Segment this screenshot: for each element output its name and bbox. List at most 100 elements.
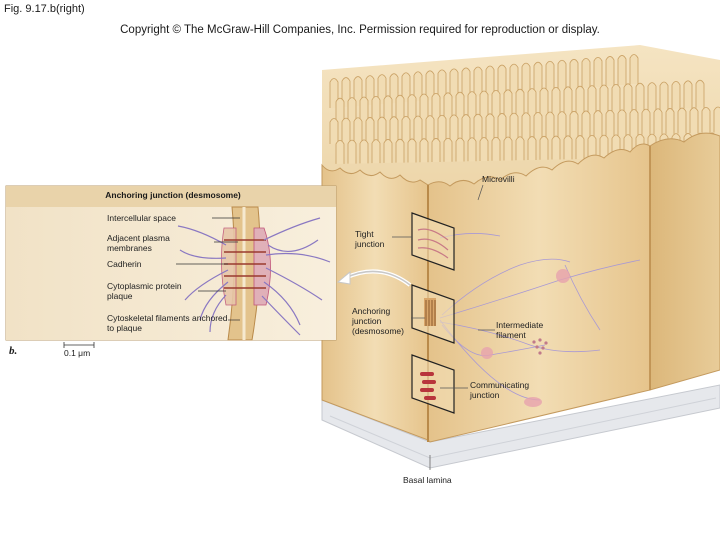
microvillus [353, 76, 363, 107]
microvillus [647, 82, 657, 111]
cell-front-right [427, 143, 651, 443]
communicating-junction-box [411, 354, 455, 414]
microvillus [383, 139, 393, 163]
microvillus [449, 68, 459, 99]
microvillus [581, 110, 591, 137]
label-communicating-junction: Communicating junction [470, 380, 530, 400]
microvillus [425, 70, 435, 101]
microvilli-group [329, 54, 720, 164]
microvillus [569, 58, 579, 89]
microvillus [383, 95, 393, 124]
microvillus [353, 117, 363, 144]
microvillus [521, 62, 531, 93]
microvillus [563, 135, 573, 160]
microvillus [497, 113, 507, 139]
microvillus [473, 113, 483, 140]
microvillus [413, 115, 423, 142]
microvillus [605, 109, 615, 136]
microvillus [485, 65, 495, 96]
microvillus [359, 96, 369, 125]
microvillus [335, 97, 345, 126]
microvillus [365, 75, 375, 106]
microvillus [695, 79, 705, 108]
scale-bar-label: 0.1 μm [64, 348, 91, 358]
microvillus [419, 93, 429, 122]
microvillus [683, 80, 693, 109]
microvillus [545, 111, 555, 138]
microvillus [395, 94, 405, 123]
microvillus [449, 114, 459, 141]
microvillus [677, 107, 687, 134]
label-anchoring-junction: Anchoring junction (desmosome) [352, 306, 404, 336]
microvillus [713, 106, 720, 133]
cell-front-left [321, 163, 429, 441]
microvillus [503, 89, 513, 118]
microvillus [395, 138, 405, 163]
microvillus [509, 63, 519, 94]
copyright-notice: Copyright © The McGraw-Hill Companies, I… [120, 24, 600, 36]
microvillus [689, 107, 699, 134]
microvillus [623, 83, 633, 112]
microvillus [431, 138, 441, 162]
microvillus [407, 94, 417, 123]
microvillus [599, 84, 609, 113]
label-microvilli: Microvilli [482, 174, 515, 184]
microvillus [575, 85, 585, 114]
microvillus [605, 56, 615, 86]
microvillus [509, 112, 519, 139]
microvillus [443, 137, 453, 162]
microvillus [665, 108, 675, 134]
microvillus [413, 71, 423, 102]
microvillus [527, 88, 537, 117]
filament-hub-1 [556, 269, 570, 283]
tight-junction-box [411, 212, 455, 271]
microvillus [653, 108, 663, 135]
microvillus [365, 117, 375, 143]
microvillus [491, 136, 501, 161]
microvillus [587, 85, 597, 114]
microvillus [551, 135, 561, 160]
microvillus [479, 137, 489, 161]
microvillus [617, 55, 627, 85]
microvillus [377, 74, 387, 105]
microvillus [539, 135, 549, 160]
microvillus [461, 67, 471, 98]
microvillus [563, 86, 573, 115]
cell-far-right [649, 132, 720, 391]
microvillus [473, 66, 483, 97]
microvillus [329, 78, 339, 108]
microvillus [533, 61, 543, 92]
microvillus [359, 139, 369, 164]
label-cytoskeletal-filaments: Cytoskeletal filaments anchored to plaqu… [107, 313, 228, 333]
microvillus [503, 136, 513, 161]
microvillus [329, 118, 339, 144]
microvillus [629, 109, 639, 135]
microvillus [479, 90, 489, 119]
microvillus [485, 113, 495, 140]
microvillus [617, 109, 627, 136]
microvillus [533, 111, 543, 138]
microvillus [671, 81, 681, 109]
microvillus [407, 138, 417, 163]
microvillus [461, 114, 471, 141]
microvillus [593, 110, 603, 137]
microvillus [341, 77, 351, 108]
label-basal-lamina: Basal lamina [403, 475, 452, 485]
microvillus [557, 111, 567, 138]
microvillus [629, 54, 639, 84]
scale-bar [63, 342, 95, 348]
label-tight-junction: Tight junction [355, 229, 385, 249]
label-cytoplasmic-protein-plaque: Cytoplasmic protein plaque [107, 281, 182, 301]
microvillus [431, 93, 441, 121]
microvillus [467, 137, 477, 162]
microvillus [371, 96, 381, 124]
microvillus [635, 82, 645, 111]
label-cadherin: Cadherin [107, 259, 142, 269]
microvillus [497, 64, 507, 95]
tissue-leader-lines [392, 184, 495, 470]
microvillus [641, 108, 651, 135]
microvillus [521, 112, 531, 139]
microvillus [569, 110, 579, 137]
microvillus [527, 136, 537, 161]
